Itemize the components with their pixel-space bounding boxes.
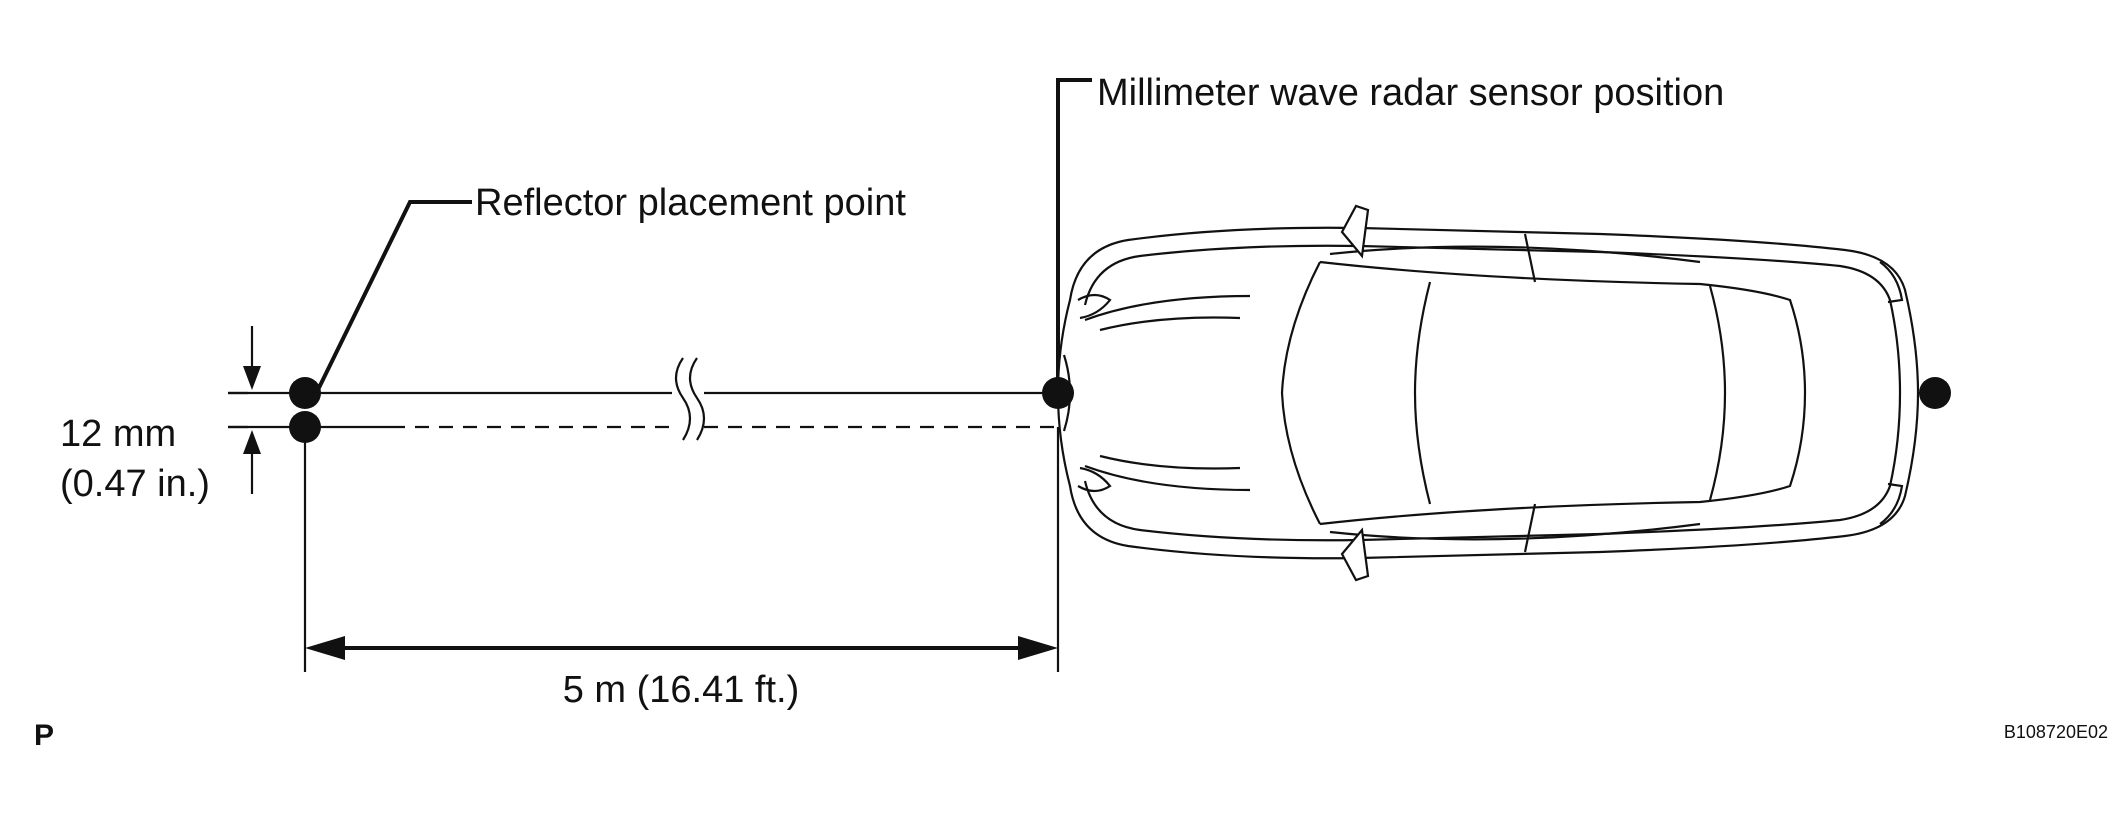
distance-arrowhead-left	[305, 636, 345, 660]
headlight-bottom	[1077, 466, 1112, 493]
sensor-position-callout: Millimeter wave radar sensor position	[1056, 72, 1724, 393]
offset-mm-label: 12 mm	[60, 413, 176, 455]
offset-arrowhead-up	[243, 430, 261, 454]
hood-crease-top	[1099, 316, 1241, 332]
sensor-position-label: Millimeter wave radar sensor position	[1097, 72, 1724, 114]
offset-in-label: (0.47 in.)	[60, 463, 210, 505]
reflector-point-lower	[289, 411, 321, 443]
reflector-callout: Reflector placement point	[310, 182, 906, 403]
taillight-top	[1879, 261, 1904, 304]
break-mark-left	[674, 357, 692, 441]
hood-crease-bottom	[1099, 454, 1241, 470]
vehicle-rear-center-point	[1919, 377, 1951, 409]
b-pillar-top	[1523, 233, 1537, 283]
reflector-point-label: Reflector placement point	[475, 182, 906, 224]
car-top-view	[1056, 204, 1920, 582]
side-window-bottom	[1329, 522, 1701, 541]
distance-arrowhead-right	[1018, 636, 1058, 660]
side-window-top	[1329, 245, 1701, 264]
headlight-top	[1077, 293, 1112, 320]
break-mark-right	[688, 357, 706, 441]
sensor-leader-line	[1056, 78, 1092, 393]
cabin-roof	[1319, 260, 1807, 526]
windshield	[1280, 261, 1321, 525]
mirror-bottom	[1340, 527, 1370, 582]
hood-line-top	[1084, 294, 1251, 322]
offset-arrowhead-down	[243, 366, 261, 390]
taillight-bottom	[1879, 482, 1904, 525]
distance-dimension: 5 m (16.41 ft.)	[303, 427, 1060, 711]
car-inner-contour	[1083, 244, 1902, 542]
b-pillar-bottom	[1523, 503, 1537, 553]
car-body	[1056, 226, 1920, 560]
placement-points	[289, 377, 1951, 443]
figure-code: B108720E02	[2004, 722, 2108, 742]
reflector-point-upper	[289, 377, 321, 409]
front-door-pillar	[1413, 281, 1432, 505]
offset-dimension: 12 mm (0.47 in.)	[60, 326, 261, 505]
mirror-top	[1340, 204, 1370, 259]
corner-letter: P	[34, 719, 54, 752]
rear-window	[1708, 285, 1727, 501]
distance-label: 5 m (16.41 ft.)	[563, 669, 800, 711]
radar-sensor-point	[1042, 377, 1074, 409]
reflector-leader-line	[310, 200, 472, 403]
hood-line-bottom	[1084, 464, 1251, 492]
